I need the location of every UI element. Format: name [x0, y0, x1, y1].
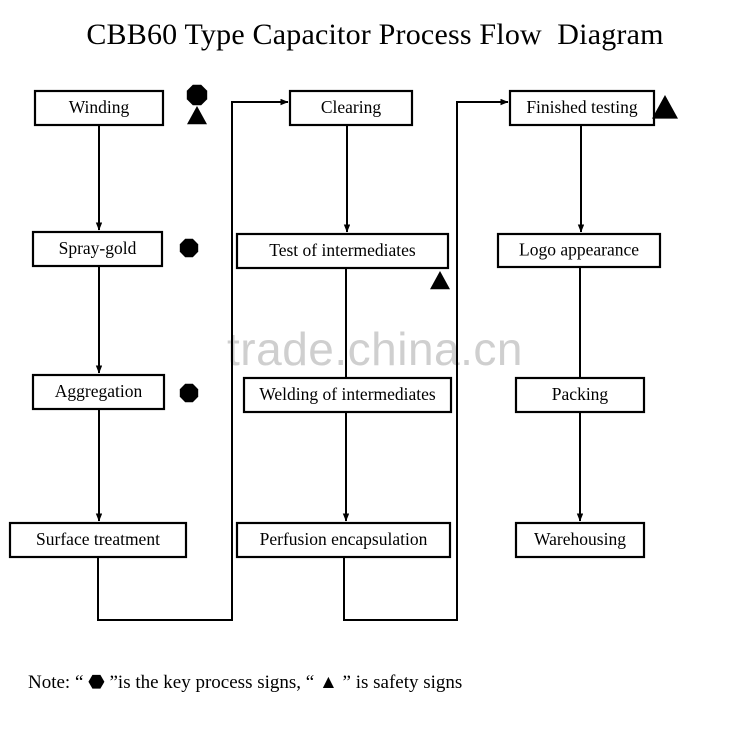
flow-node-spray-gold[interactable]: Spray-gold: [31, 230, 164, 268]
node-box: [496, 232, 662, 269]
safety-sign-icon: [430, 271, 450, 290]
flow-node-winding[interactable]: Winding: [33, 89, 165, 127]
signs-layer: [179, 84, 678, 403]
key-process-sign-icon: [186, 84, 208, 106]
node-box: [33, 89, 165, 127]
flow-node-packing[interactable]: Packing: [514, 376, 646, 414]
flow-node-aggregation[interactable]: Aggregation: [31, 373, 166, 411]
node-box: [235, 521, 452, 559]
node-label: Surface treatment: [36, 529, 160, 549]
flow-node-surface-treatment[interactable]: Surface treatment: [8, 521, 188, 559]
flow-node-perfusion-encapsulation[interactable]: Perfusion encapsulation: [235, 521, 452, 559]
flow-node-finished-testing[interactable]: Finished testing: [508, 89, 656, 127]
node-box: [514, 376, 646, 414]
node-box: [514, 521, 646, 559]
flow-node-warehousing[interactable]: Warehousing: [514, 521, 646, 559]
page-title: CBB60 Type Capacitor Process Flow Diagra…: [86, 18, 664, 51]
safety-sign-icon: [187, 106, 207, 125]
node-box: [31, 230, 164, 268]
flow-node-test-of-intermediates[interactable]: Test of intermediates: [235, 232, 450, 270]
node-label: Warehousing: [534, 529, 626, 549]
safety-sign-icon: [652, 95, 678, 119]
key-process-sign-icon: [179, 383, 199, 403]
node-label: Spray-gold: [59, 238, 137, 258]
node-box: [288, 89, 414, 127]
node-label: Clearing: [321, 97, 382, 117]
edge-perfusion-to-finished-testing: [343, 98, 509, 621]
node-box: [31, 373, 166, 411]
node-label: Finished testing: [526, 97, 638, 117]
node-label: Aggregation: [55, 381, 143, 401]
key-process-sign-icon: [179, 238, 199, 258]
node-box: [235, 232, 450, 270]
node-label: Packing: [552, 384, 609, 404]
legend-note: Note: “ ⬣ ”is the key process signs, “ ▲…: [28, 672, 463, 693]
node-label: Winding: [69, 97, 130, 117]
node-label: Logo appearance: [519, 240, 639, 260]
node-label: Test of intermediates: [269, 240, 416, 260]
edges-layer: [95, 98, 585, 621]
node-label: Welding of intermediates: [259, 384, 436, 404]
flow-node-logo-appearance[interactable]: Logo appearance: [496, 232, 662, 269]
edge-surface-treatment-to-clearing: [97, 98, 289, 621]
node-box: [242, 376, 453, 414]
node-label: Perfusion encapsulation: [260, 529, 428, 549]
node-box: [8, 521, 188, 559]
flow-node-clearing[interactable]: Clearing: [288, 89, 414, 127]
node-box: [508, 89, 656, 127]
flow-node-welding-of-intermediates[interactable]: Welding of intermediates: [242, 376, 453, 414]
